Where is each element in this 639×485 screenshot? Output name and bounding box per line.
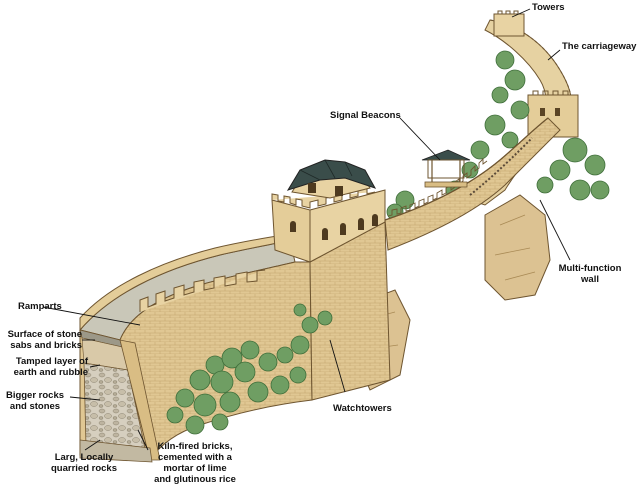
label-surface-line-1: Surface of stone xyxy=(7,329,82,340)
label-large-rocks-line-2: quarried rocks xyxy=(51,463,117,474)
label-ramparts: Ramparts xyxy=(18,301,62,312)
label-kiln-line-1: Kiln-fired bricks, xyxy=(157,441,233,452)
label-surface-layer: Surface of stone sabs and bricks xyxy=(2,329,82,351)
label-multi-function-line-1: Multi-function xyxy=(558,263,622,274)
label-watchtowers: Watchtowers xyxy=(333,403,392,414)
label-bigger-rocks-line-1: Bigger rocks xyxy=(5,390,65,401)
label-tamped-line-2: earth and rubble xyxy=(13,367,88,378)
label-multi-function-wall: Multi-function wall xyxy=(550,263,630,285)
label-tamped-layer: Tamped layer of earth and rubble xyxy=(2,356,88,378)
label-signal-beacons: Signal Beacons xyxy=(330,110,401,121)
label-large-rocks: Larg, Locally quarried rocks xyxy=(44,452,124,474)
label-surface-line-2: sabs and bricks xyxy=(10,340,82,351)
leader-lines xyxy=(42,8,571,451)
label-tamped-line-1: Tamped layer of xyxy=(15,356,88,367)
label-bigger-rocks-line-2: and stones xyxy=(9,401,61,412)
shrub-cluster-icon xyxy=(166,303,333,435)
label-kiln-line-2: cemented with a xyxy=(158,452,232,463)
label-bigger-rocks: Bigger rocks and stones xyxy=(2,390,68,412)
signal-beacon-pavilion-icon xyxy=(421,149,471,188)
distant-tower xyxy=(493,10,525,37)
wall-cross-section xyxy=(79,329,161,463)
label-carriageway: The carriageway xyxy=(562,41,637,52)
label-multi-function-line-2: wall xyxy=(581,274,599,285)
label-towers: Towers xyxy=(532,2,565,13)
main-watchtower xyxy=(271,159,391,401)
label-kiln-line-3: mortar of lime xyxy=(163,463,227,474)
label-large-rocks-line-1: Larg, Locally xyxy=(54,452,114,463)
label-kiln-bricks: Kiln-fired bricks, cemented with a morta… xyxy=(140,441,250,485)
